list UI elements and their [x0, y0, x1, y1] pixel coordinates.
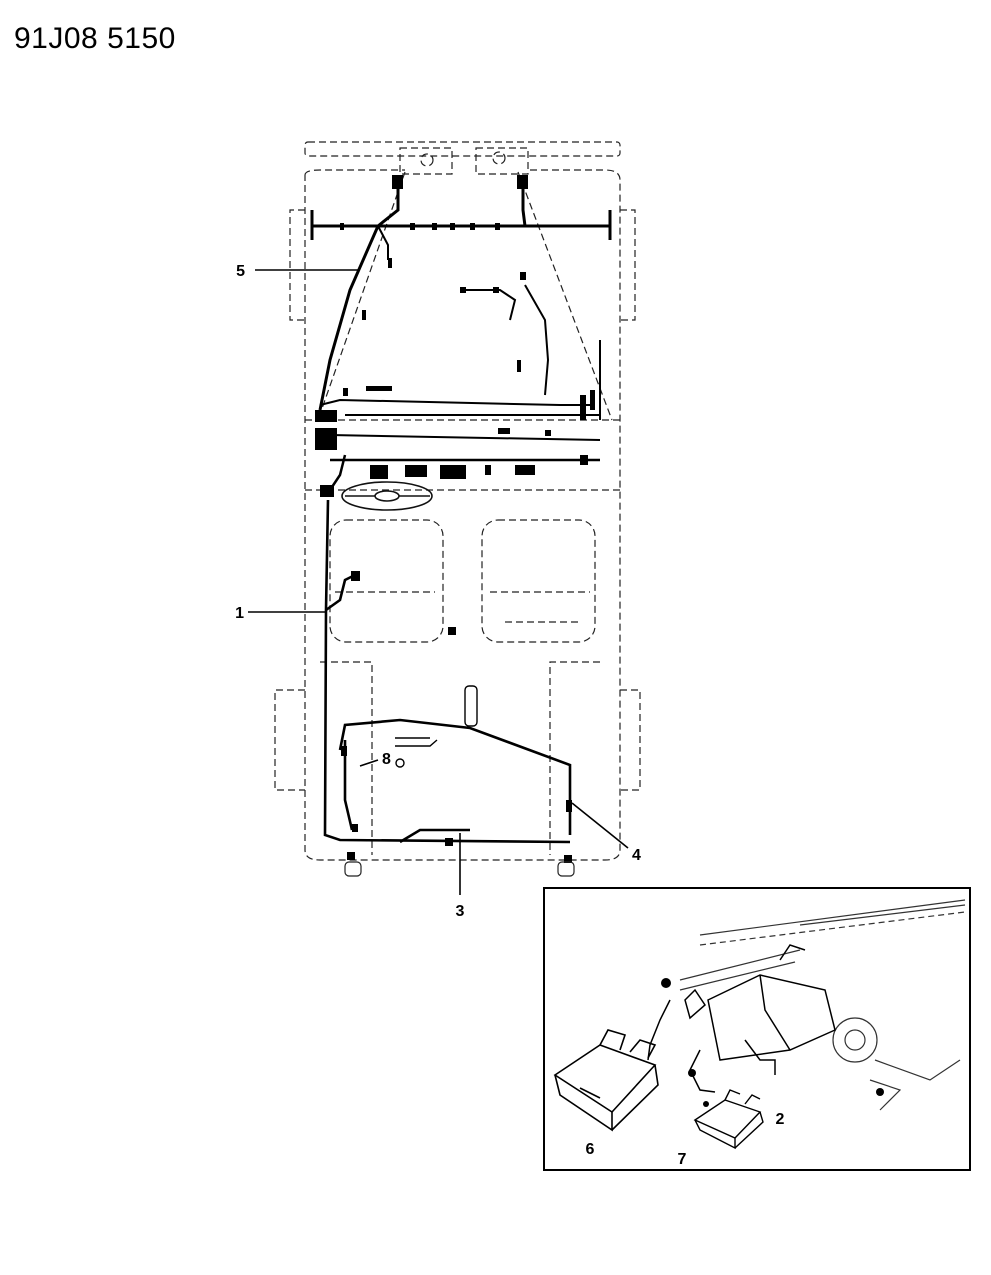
diagram-code: 91J08 5150 — [14, 22, 176, 55]
headlamp-harness — [310, 184, 612, 411]
callout-4: 4 — [632, 847, 641, 864]
vehicle-body-outline — [274, 169, 641, 861]
body-harness — [323, 499, 572, 844]
inset-fasteners — [661, 978, 884, 1107]
callout-6: 6 — [586, 1141, 595, 1158]
tail-lamps — [344, 861, 575, 877]
front-bumper — [304, 141, 621, 175]
callout-5: 5 — [236, 263, 245, 280]
callout-1: 1 — [235, 605, 244, 622]
headlamp-connectors — [340, 175, 528, 320]
seats — [329, 519, 596, 643]
steering-wheel — [341, 481, 433, 511]
callout-3: 3 — [456, 903, 465, 920]
inset-fuse-bracket — [647, 944, 836, 1093]
engine-harness — [319, 225, 601, 441]
inset-fuse-large — [553, 1029, 659, 1132]
inset-fuse-small — [693, 1089, 764, 1150]
callout-8: 8 — [382, 751, 391, 768]
dash-connectors — [320, 455, 588, 497]
engine-connectors — [315, 272, 595, 450]
dome-lamp — [395, 685, 478, 768]
callout-2: 2 — [776, 1111, 785, 1128]
callout-7: 7 — [678, 1151, 687, 1168]
inset-vehicle-frame — [679, 899, 966, 1111]
body-connectors — [341, 571, 572, 863]
detail-inset-frame — [543, 887, 971, 1171]
